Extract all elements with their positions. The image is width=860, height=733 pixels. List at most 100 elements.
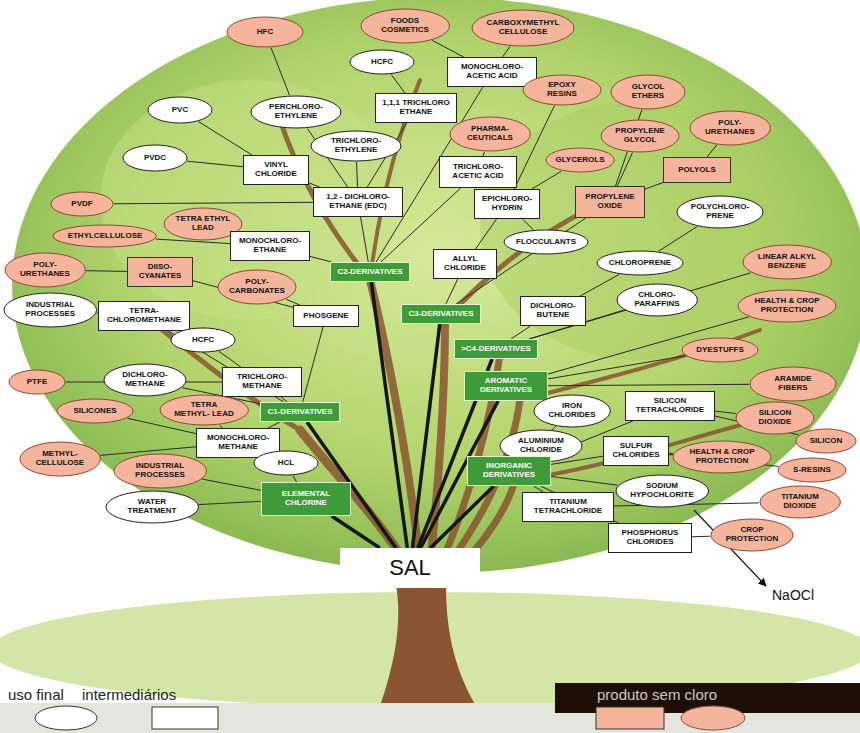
node-label: TITANIUM DIOXIDE: [771, 493, 829, 511]
branch-line: [199, 122, 252, 155]
node-label: TETRA METHYL- LEAD: [172, 401, 236, 419]
ellipse-shape: [711, 519, 793, 551]
ellipse-shape: [350, 50, 414, 74]
product-ellipse: CARBOXYMETHYL CELLULOSE: [471, 9, 575, 47]
branch-line: [199, 501, 261, 504]
ellipse-shape: [171, 328, 235, 352]
node-label: 1,2 - DICHLORO- ETHANE (EDC): [317, 193, 399, 211]
node-label: C3-DERIVATIVES: [408, 310, 473, 319]
node-label: HFC: [257, 28, 273, 37]
node-label: PHARMA- CEUTICALS: [461, 125, 519, 143]
end-use-ellipse: FLOCCULANTS: [503, 229, 589, 255]
node-label: SODIUM HYPOCHLORITE: [629, 482, 696, 500]
ellipse-shape: [123, 145, 187, 171]
category-box: C3-DERIVATIVES: [401, 304, 481, 324]
ellipse-shape: [472, 10, 574, 46]
branch-line: [511, 326, 531, 339]
product-box: POLYOLS: [663, 157, 731, 183]
ellipse-shape: [4, 293, 97, 327]
intermediate-box: DICHLORO- BUTENE: [520, 296, 586, 326]
branch-line: [361, 217, 369, 262]
node-label: DYESTUFFS: [696, 346, 744, 355]
node-label: MONOCHLORO- METHANE: [200, 434, 276, 452]
node-label: ARAMIDE FIBERS: [762, 375, 824, 393]
product-box: PROPYLENE OXIDE: [575, 186, 645, 218]
ellipse-shape: [57, 399, 133, 423]
node-label: PERCHLORO- ETHYLENE: [263, 103, 328, 121]
intermediate-box: 1,1,1 TRICHLORO ETHANE: [375, 93, 457, 123]
canopy-highlight: [100, 80, 400, 320]
intermediate-box: VINYL CHLORIDE: [243, 155, 309, 185]
node-label: SILICON TETRACHLORIDE: [629, 397, 711, 415]
ellipse-shape: [523, 75, 601, 105]
ellipse-shape: [148, 97, 212, 123]
branch: [520, 330, 760, 400]
node-label: PROPYLENE OXIDE: [579, 193, 641, 211]
branch-line: [446, 279, 458, 304]
product-ellipse: LINEAR ALKYL BENZENE: [742, 244, 832, 280]
end-use-ellipse: CHLORO- PARAFFINS: [616, 283, 698, 317]
ellipse-shape: [20, 442, 100, 476]
node-label: POLY- URETHANES: [701, 119, 759, 137]
ellipse-shape: [106, 491, 199, 523]
category-box: C1-DERIVATIVES: [260, 402, 340, 422]
product-ellipse: HEALTH & CROP PROTECTION: [737, 289, 837, 323]
category-box: INORGANIC DERIVATIVES: [467, 456, 551, 486]
ellipse-shape: [617, 284, 697, 316]
end-use-ellipse: POLYCHLORO- PRENE: [676, 195, 764, 229]
intermediate-box: TRICHLORO- METHANE: [222, 367, 302, 397]
node-label: GLYCEROLS: [555, 156, 604, 165]
ellipse-shape: [51, 192, 113, 216]
ellipse-shape: [736, 402, 814, 434]
node-label: TETRA ETHYL LEAD: [175, 215, 231, 233]
branch-line: [532, 171, 562, 189]
node-label: POLY- URETHANES: [16, 261, 74, 279]
branch-line: [356, 162, 358, 187]
ellipse-shape: [251, 96, 341, 128]
tree-trunk: [380, 585, 476, 706]
branch-line: [658, 227, 697, 252]
branch-line: [86, 270, 127, 272]
ellipse-shape: [361, 9, 449, 43]
category-box: AROMATIC DERIVATIVES: [464, 371, 548, 401]
product-ellipse: DYESTUFFS: [681, 337, 759, 363]
branch-line: [412, 324, 439, 548]
node-label: INORGANIC DERIVATIVES: [471, 462, 547, 480]
branch-line: [548, 384, 749, 385]
branch-line: [310, 256, 332, 262]
node-label: PVDC: [144, 154, 166, 163]
category-box: C2-DERIVATIVES: [330, 262, 410, 282]
product-ellipse: POLY- CARBONATES: [217, 269, 297, 305]
ellipse-shape: [227, 17, 303, 47]
node-label: PHOSGENE: [303, 312, 348, 321]
ellipse-shape: [760, 486, 840, 518]
intermediate-box: TITANIUM TETRACHLORIDE: [522, 492, 614, 522]
branch-line: [187, 161, 243, 167]
ellipse-shape: [254, 451, 318, 475]
node-label: SAL: [389, 556, 431, 580]
product-ellipse: INDUSTRIAL PROCESSES: [113, 453, 208, 489]
branch-line: [551, 476, 618, 485]
ellipse-shape: [53, 225, 156, 247]
product-ellipse: POLY- URETHANES: [689, 110, 771, 146]
product-box: DIISO- CYANATES: [127, 257, 193, 287]
legend-text: intermediários: [82, 686, 176, 703]
node-label: C1-DERIVATIVES: [267, 408, 332, 417]
node-label: DICHLORO- BUTENE: [524, 302, 582, 320]
ellipse-shape: [546, 148, 614, 172]
source-box: SAL: [340, 548, 480, 588]
branch-line: [503, 46, 510, 57]
node-label: TRICHLORO- METHANE: [226, 373, 298, 391]
product-ellipse: GLYCEROLS: [545, 147, 615, 173]
node-label: SILICON DIOXIDE: [747, 409, 803, 427]
end-use-ellipse: PVDC: [122, 144, 188, 172]
product-ellipse: TITANIUM DIOXIDE: [759, 485, 841, 519]
end-use-ellipse: PVC: [147, 96, 213, 124]
product-ellipse: HFC: [226, 16, 304, 48]
node-label: INDUSTRIAL PROCESSES: [17, 301, 84, 319]
node-label: PHOSPHORUS CHLORIDES: [612, 529, 688, 547]
product-ellipse: ARAMIDE FIBERS: [749, 366, 837, 402]
product-ellipse: PVDF: [50, 191, 114, 217]
end-use-ellipse: WATER TREATMENT: [105, 490, 200, 524]
branch-line: [522, 219, 533, 230]
